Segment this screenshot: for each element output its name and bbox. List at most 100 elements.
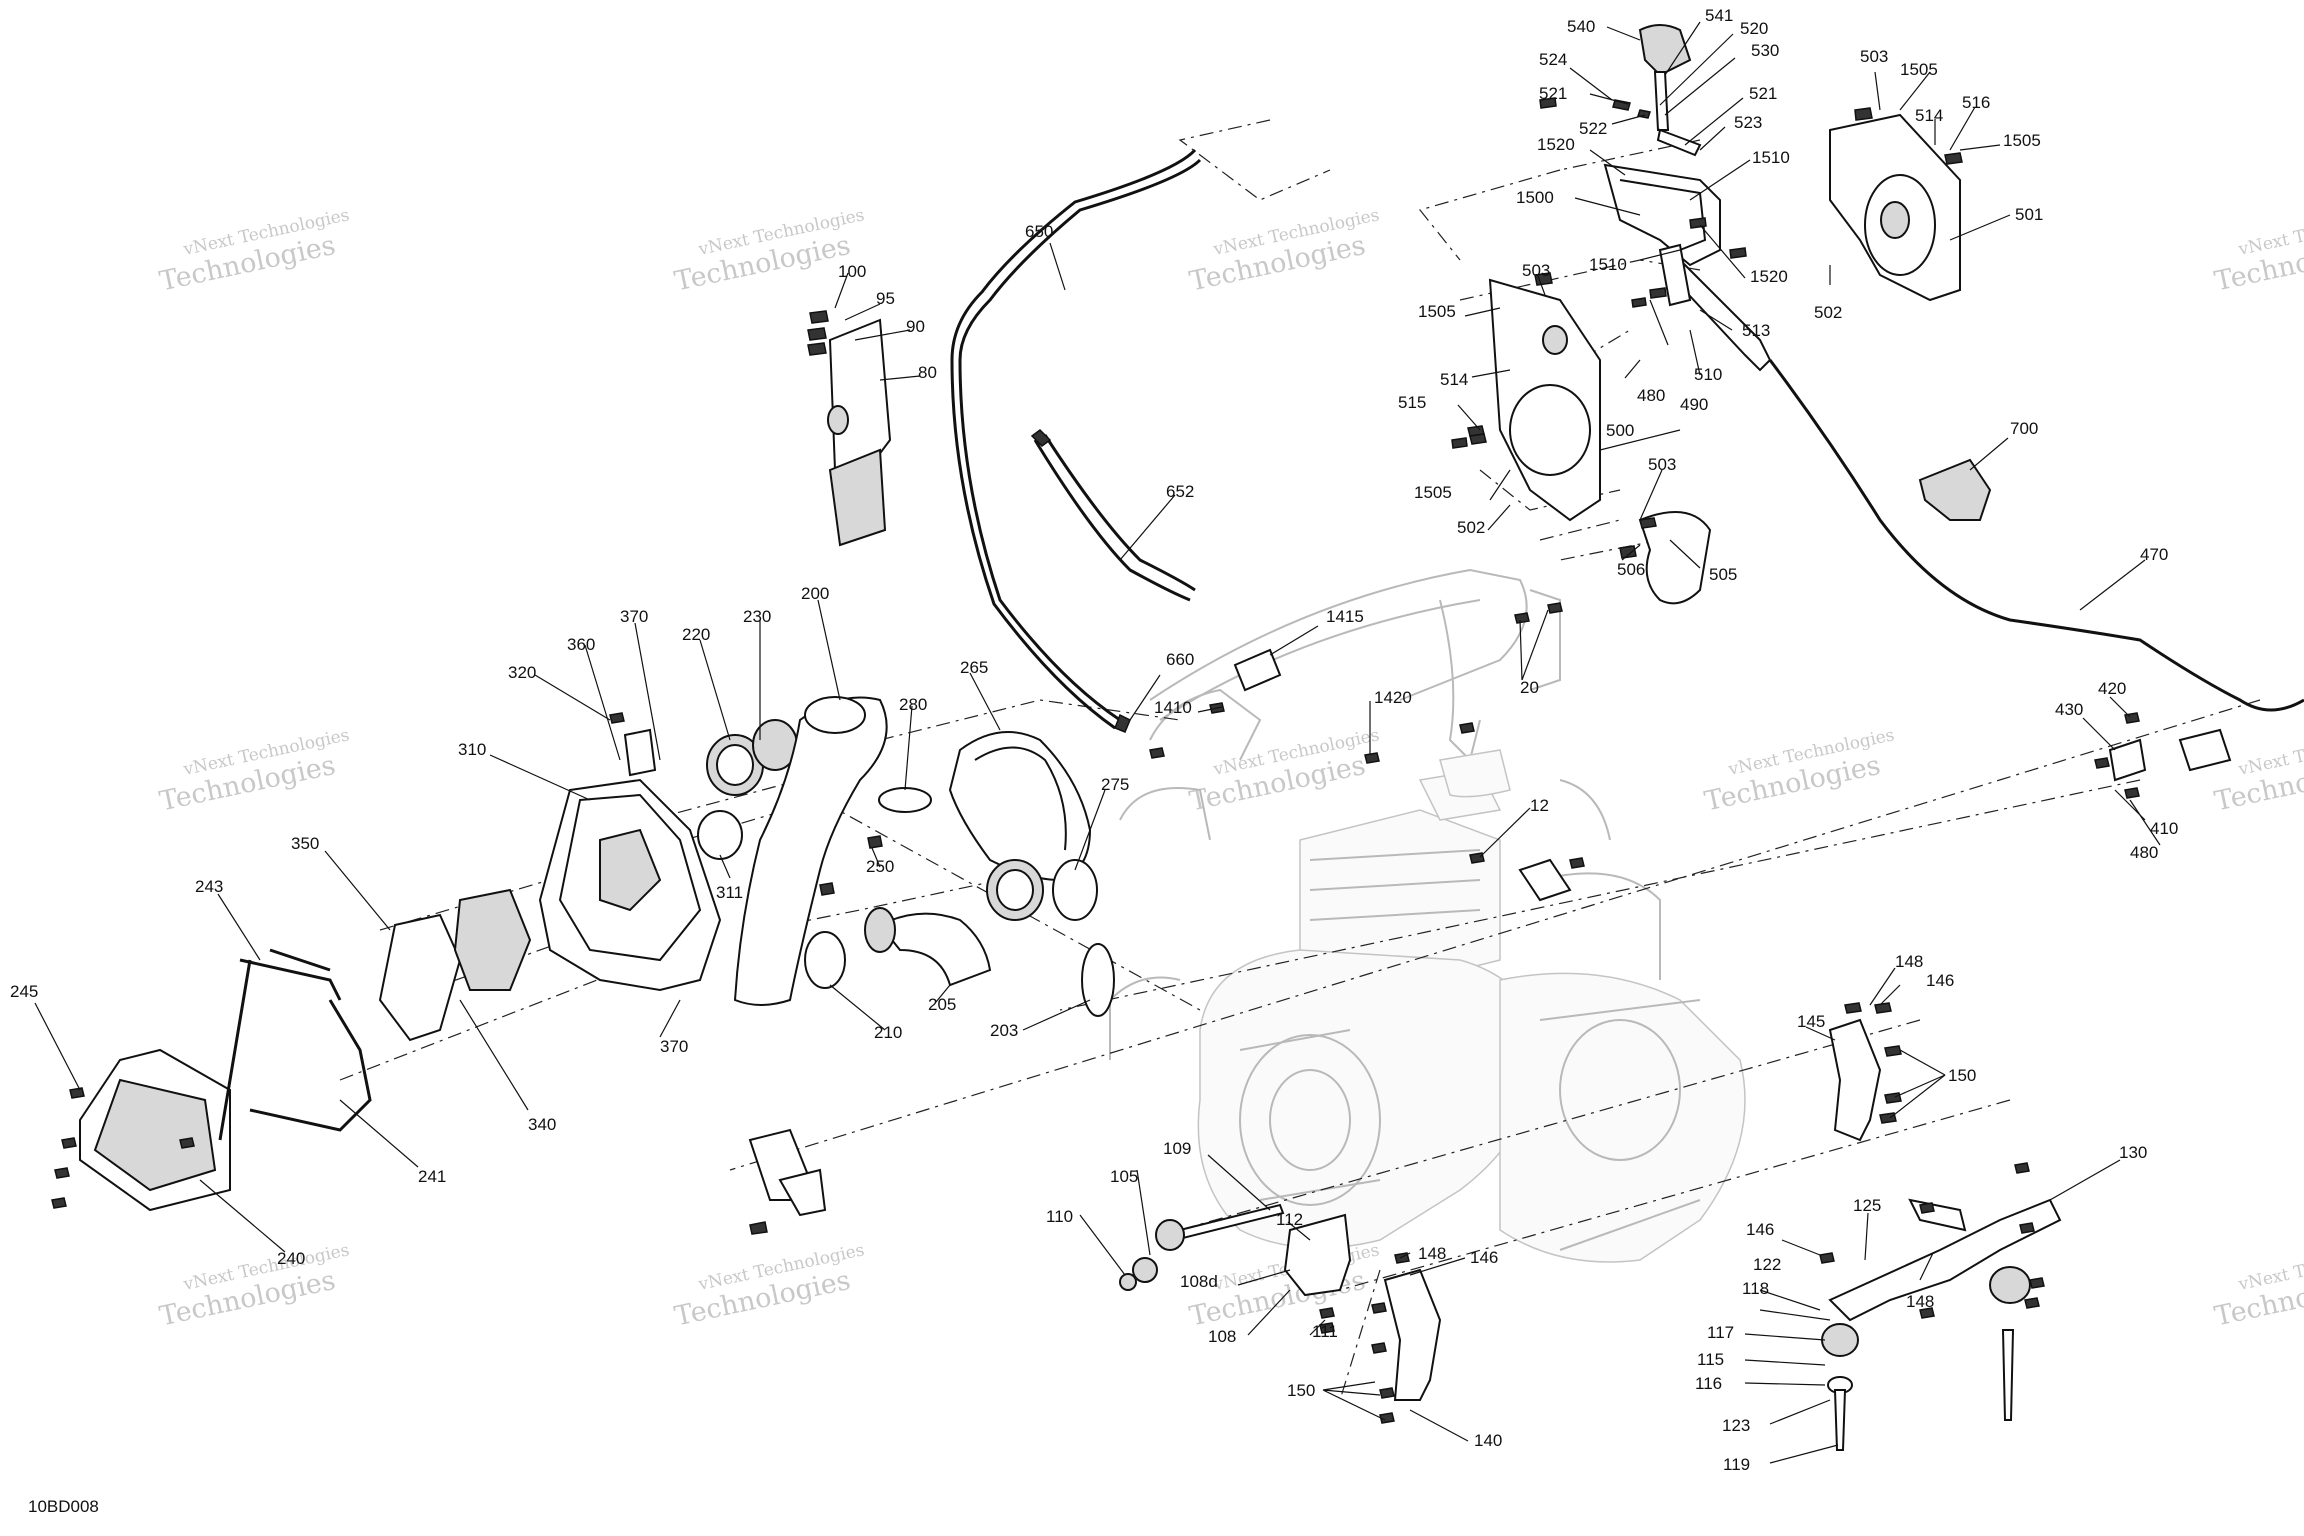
callout-1520b: 1520 bbox=[1750, 267, 1788, 286]
callout-506: 506 bbox=[1617, 560, 1645, 579]
callout-148c: 148 bbox=[1418, 1244, 1446, 1263]
harness-1415 bbox=[1149, 602, 1585, 902]
callout-112: 112 bbox=[1276, 1210, 1303, 1229]
callout-370a: 370 bbox=[620, 607, 648, 626]
callout-108: 108 bbox=[1208, 1327, 1236, 1346]
bracket-700 bbox=[1918, 458, 1992, 521]
callout-100: 100 bbox=[838, 262, 866, 281]
callout-310: 310 bbox=[458, 740, 486, 759]
watermark: vNext Technologies Technologies bbox=[1187, 205, 1381, 297]
callout-1410: 1410 bbox=[1154, 698, 1192, 717]
callout-516: 516 bbox=[1962, 93, 1990, 112]
callout-420: 420 bbox=[2098, 679, 2126, 698]
callout-515: 515 bbox=[1398, 393, 1426, 412]
callout-311: 311 bbox=[716, 883, 743, 902]
callout-480a: 480 bbox=[1637, 386, 1665, 405]
callout-350: 350 bbox=[291, 834, 319, 853]
callout-145: 145 bbox=[1797, 1012, 1825, 1031]
callout-110: 110 bbox=[1046, 1207, 1073, 1226]
callout-108d: 108d bbox=[1180, 1272, 1218, 1291]
callout-540: 540 bbox=[1567, 17, 1595, 36]
callout-530: 530 bbox=[1751, 41, 1779, 60]
callout-521b: 521 bbox=[1749, 84, 1777, 103]
watermark: vNext Technologies Technologies bbox=[672, 205, 866, 297]
watermark: vNext Technologies Technologies bbox=[1702, 725, 1896, 817]
vent-hoses bbox=[950, 148, 1202, 733]
callout-241: 241 bbox=[418, 1167, 446, 1186]
cable-bracket-410 bbox=[2094, 712, 2232, 799]
shifter-assembly bbox=[1451, 24, 2304, 712]
callout-90: 90 bbox=[906, 317, 925, 336]
callout-146b: 146 bbox=[1746, 1220, 1774, 1239]
callout-480b: 480 bbox=[2130, 843, 2158, 862]
callout-105: 105 bbox=[1110, 1167, 1138, 1186]
engine-mounts bbox=[1119, 1002, 2062, 1451]
callout-650: 650 bbox=[1025, 222, 1053, 241]
callout-502a: 502 bbox=[1814, 303, 1842, 322]
callout-524: 524 bbox=[1539, 50, 1567, 69]
callout-12: 12 bbox=[1530, 796, 1549, 815]
watermark: vNext Technologies Technologies bbox=[157, 725, 351, 817]
callout-210: 210 bbox=[874, 1023, 902, 1042]
callout-80: 80 bbox=[918, 363, 937, 382]
watermark: vNext Technologies Technologies bbox=[1187, 725, 1381, 817]
callout-200: 200 bbox=[801, 584, 829, 603]
callout-503c: 503 bbox=[1648, 455, 1676, 474]
callout-1505c: 1505 bbox=[1418, 302, 1456, 321]
callout-109: 109 bbox=[1163, 1139, 1191, 1158]
callout-520: 520 bbox=[1740, 19, 1768, 38]
callout-205: 205 bbox=[928, 995, 956, 1014]
callout-360: 360 bbox=[567, 635, 595, 654]
callout-1505a: 1505 bbox=[1900, 60, 1938, 79]
callout-370b: 370 bbox=[660, 1037, 688, 1056]
callout-250: 250 bbox=[866, 857, 894, 876]
callout-115: 115 bbox=[1697, 1350, 1724, 1369]
callout-1420: 1420 bbox=[1374, 688, 1412, 707]
callout-150a: 150 bbox=[1948, 1066, 1976, 1085]
callout-116: 116 bbox=[1695, 1374, 1722, 1393]
watermark: vNext Technologies Technologies bbox=[672, 1240, 866, 1332]
callout-660: 660 bbox=[1166, 650, 1194, 669]
watermark: vNext Technologies Technologies bbox=[157, 205, 351, 297]
callout-652: 652 bbox=[1166, 482, 1194, 501]
callout-243: 243 bbox=[195, 877, 223, 896]
callout-320: 320 bbox=[508, 663, 536, 682]
callout-265: 265 bbox=[960, 658, 988, 677]
callout-230: 230 bbox=[743, 607, 771, 626]
callout-1505b: 1505 bbox=[2003, 131, 2041, 150]
callout-245: 245 bbox=[10, 982, 38, 1001]
callout-410: 410 bbox=[2150, 819, 2178, 838]
callout-513: 513 bbox=[1742, 321, 1770, 340]
callout-125: 125 bbox=[1853, 1196, 1881, 1215]
callout-503a: 503 bbox=[1860, 47, 1888, 66]
callout-501: 501 bbox=[2015, 205, 2043, 224]
callout-148a: 148 bbox=[1895, 952, 1923, 971]
callout-522: 522 bbox=[1579, 119, 1607, 138]
callout-119: 119 bbox=[1723, 1455, 1750, 1474]
callout-340: 340 bbox=[528, 1115, 556, 1134]
sensor-bracket bbox=[748, 1128, 827, 1235]
callout-541: 541 bbox=[1705, 6, 1733, 25]
watermark: vNext Technologies Technologies bbox=[2212, 205, 2304, 297]
callout-510: 510 bbox=[1694, 365, 1722, 384]
callout-514b: 514 bbox=[1440, 370, 1468, 389]
callout-1510a: 1510 bbox=[1752, 148, 1790, 167]
callout-220: 220 bbox=[682, 625, 710, 644]
callout-140: 140 bbox=[1474, 1431, 1502, 1450]
callout-1505d: 1505 bbox=[1414, 483, 1452, 502]
callout-20: 20 bbox=[1520, 678, 1539, 697]
leader-lines bbox=[34, 21, 2161, 1464]
callout-146a: 146 bbox=[1926, 971, 1954, 990]
callout-1520a: 1520 bbox=[1537, 135, 1575, 154]
callout-430: 430 bbox=[2055, 700, 2083, 719]
sensor-80 bbox=[807, 310, 892, 547]
callout-1510b: 1510 bbox=[1589, 255, 1627, 274]
callout-111: 111 bbox=[1312, 1322, 1338, 1341]
callout-122: 122 bbox=[1753, 1255, 1781, 1274]
callout-523: 523 bbox=[1734, 113, 1762, 132]
callout-130: 130 bbox=[2119, 1143, 2147, 1162]
callout-500: 500 bbox=[1606, 421, 1634, 440]
callout-275: 275 bbox=[1101, 775, 1129, 794]
callout-280: 280 bbox=[899, 695, 927, 714]
